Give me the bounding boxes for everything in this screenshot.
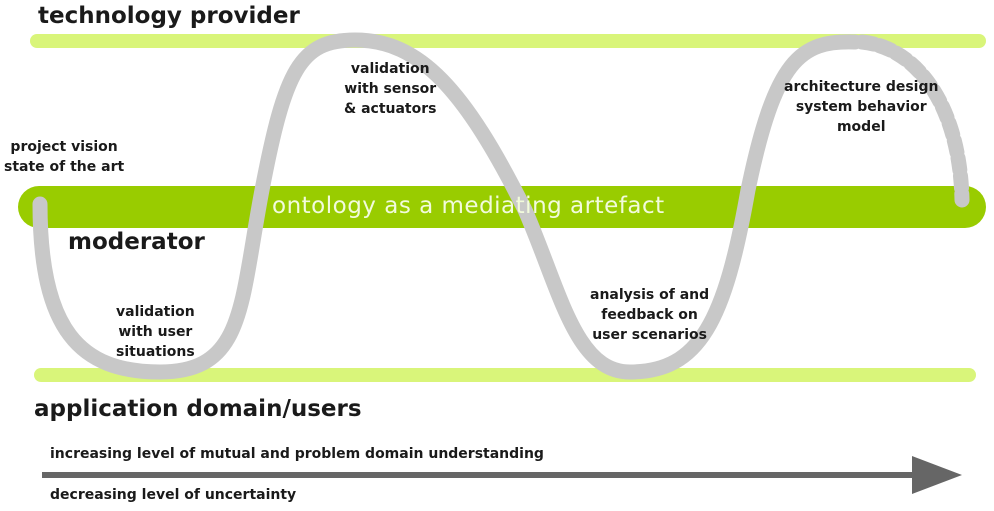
application-domain-line	[34, 368, 976, 382]
lane-label-application-domain: application domain/users	[34, 396, 362, 422]
ontology-band-label: ontology as a mediating artefact	[272, 193, 665, 219]
stage-label-user-scenarios: analysis of and feedback on user scenari…	[590, 287, 710, 343]
stage-label-architecture-design: architecture design system behavior mode…	[784, 79, 939, 135]
stage-label-project-vision: project vision state of the art	[4, 139, 125, 175]
progress-arrow-head	[912, 456, 962, 494]
lane-label-technology-provider: technology provider	[38, 3, 300, 29]
axis-label-understanding: increasing level of mutual and problem d…	[50, 446, 544, 462]
stage-label-validation-user-situations: validation with user situations	[116, 304, 195, 360]
iteration-curve	[32, 32, 863, 380]
lane-label-moderator: moderator	[68, 229, 205, 255]
axis-label-uncertainty: decreasing level of uncertainty	[50, 487, 297, 503]
technology-provider-line	[30, 34, 986, 48]
iteration-curve-dashed	[854, 34, 970, 208]
stage-label-validation-sensor-actuators: validation with sensor & actuators	[344, 61, 437, 117]
